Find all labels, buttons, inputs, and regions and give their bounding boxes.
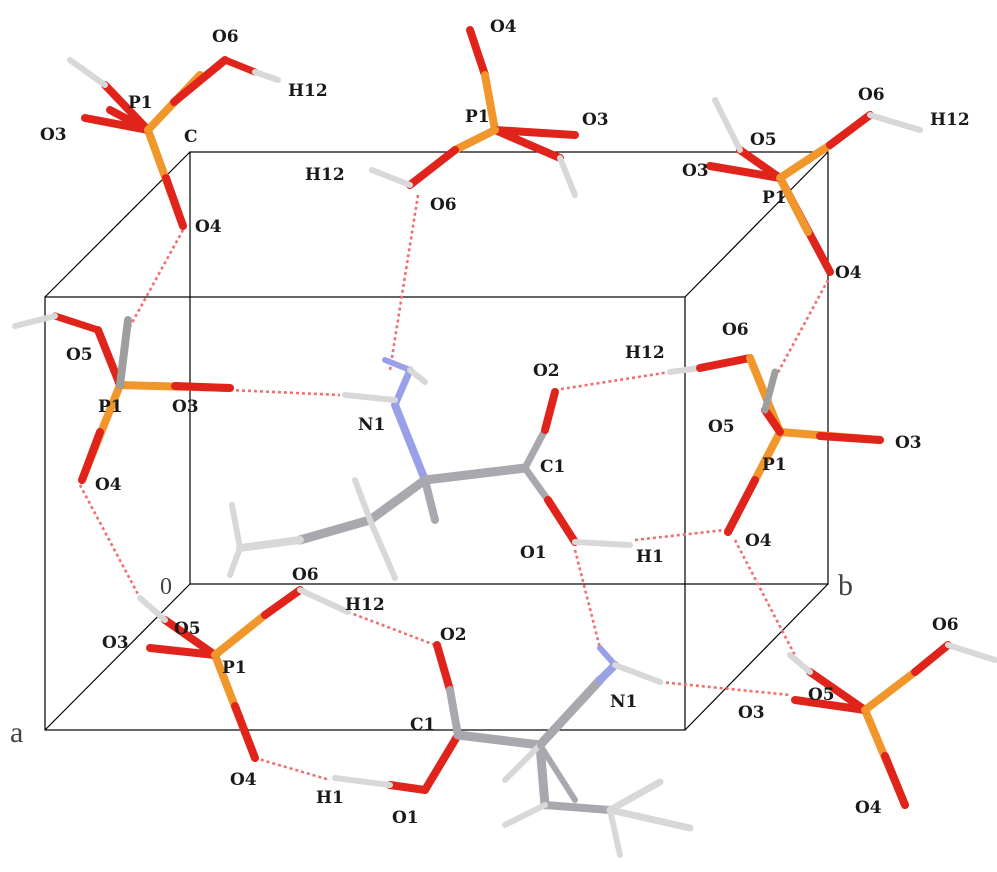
atom-label: O5 bbox=[66, 345, 93, 365]
atom-label: O1 bbox=[520, 543, 547, 563]
phosphate-left bbox=[12, 312, 234, 484]
phosphate-right bbox=[696, 354, 884, 536]
atom-label: O6 bbox=[212, 27, 239, 47]
atom-label: O6 bbox=[858, 85, 885, 105]
unit-cell-edge bbox=[44, 151, 191, 298]
atom-label: O3 bbox=[738, 703, 765, 723]
unit-cell bbox=[44, 151, 829, 731]
atom-label: N1 bbox=[610, 692, 637, 712]
hydrogen-bonds bbox=[78, 194, 830, 782]
unit-cell-front-face bbox=[44, 296, 686, 731]
atom-label: O5 bbox=[808, 685, 835, 705]
atom-label: O6 bbox=[722, 320, 749, 340]
hydrogen-bond bbox=[773, 279, 830, 379]
atom-label: O3 bbox=[172, 397, 199, 417]
atom-label: O3 bbox=[682, 161, 709, 181]
atom-label: H1 bbox=[636, 547, 664, 567]
amino-acid-center bbox=[227, 357, 703, 581]
axis-label-c: C bbox=[184, 127, 198, 147]
hydrogen-bond bbox=[388, 194, 420, 371]
atom-label: P1 bbox=[762, 188, 787, 208]
axis-label-a: a bbox=[10, 716, 23, 749]
atom-label: H1 bbox=[316, 788, 344, 808]
atom-label: H12 bbox=[305, 165, 345, 185]
unit-cell-edge bbox=[684, 151, 829, 298]
atom-label: O4 bbox=[745, 531, 772, 551]
atom-label: O5 bbox=[750, 130, 777, 150]
axis-label-origin: 0 bbox=[160, 574, 172, 600]
hydrogen-bond bbox=[659, 680, 791, 697]
atom-label: P1 bbox=[465, 107, 490, 127]
atom-label: P1 bbox=[98, 397, 123, 417]
atom-label: P1 bbox=[128, 93, 153, 113]
atom-label: H12 bbox=[345, 595, 385, 615]
atom-label: O5 bbox=[174, 619, 201, 639]
phosphate-bottom-left bbox=[137, 586, 351, 762]
amino-acid-bottom bbox=[332, 641, 694, 858]
atom-label: O4 bbox=[195, 217, 222, 237]
atom-label: N1 bbox=[358, 415, 385, 435]
atom-label: P1 bbox=[222, 658, 247, 678]
atom-label: H12 bbox=[930, 110, 970, 130]
atom-label: O4 bbox=[95, 475, 122, 495]
atom-label: O3 bbox=[582, 110, 609, 130]
atom-label: O3 bbox=[102, 633, 129, 653]
hydrogen-bond bbox=[554, 370, 671, 392]
atom-label: O6 bbox=[430, 195, 457, 215]
unit-cell-edge bbox=[44, 583, 191, 731]
phosphate-top-left bbox=[67, 56, 281, 230]
atom-label: O2 bbox=[440, 625, 467, 645]
phosphate-bottom-right bbox=[787, 641, 997, 809]
atom-label: P1 bbox=[762, 455, 787, 475]
hydrogen-bond bbox=[634, 528, 726, 542]
atom-label: C1 bbox=[540, 457, 565, 477]
atom-label: O3 bbox=[40, 125, 67, 145]
hydrogen-bond bbox=[126, 229, 185, 331]
atom-label: O4 bbox=[835, 263, 862, 283]
hydrogen-bond bbox=[229, 388, 341, 397]
atom-label: O3 bbox=[895, 433, 922, 453]
unit-cell-back-face bbox=[189, 151, 829, 585]
hydrogen-bond bbox=[254, 756, 331, 782]
phosphate-top-middle bbox=[369, 26, 579, 198]
hydrogen-bond bbox=[573, 549, 602, 649]
atom-label: O4 bbox=[855, 798, 882, 818]
atom-label: O4 bbox=[230, 770, 257, 790]
atom-label: H12 bbox=[288, 81, 328, 101]
atom-label: O2 bbox=[533, 361, 560, 381]
unit-cell-edge bbox=[684, 583, 829, 731]
atom-label: O5 bbox=[708, 417, 735, 437]
axis-label-b: b bbox=[838, 569, 853, 602]
atom-label: O6 bbox=[932, 615, 959, 635]
atom-label: O6 bbox=[292, 565, 319, 585]
atom-label: C1 bbox=[410, 715, 435, 735]
hydrogen-bond bbox=[347, 610, 436, 647]
phosphate-top-right bbox=[706, 97, 923, 276]
atom-label: O4 bbox=[490, 17, 517, 37]
atom-label: O1 bbox=[392, 808, 419, 828]
atom-label: H12 bbox=[625, 343, 665, 363]
hydrogen-bond bbox=[78, 484, 142, 599]
